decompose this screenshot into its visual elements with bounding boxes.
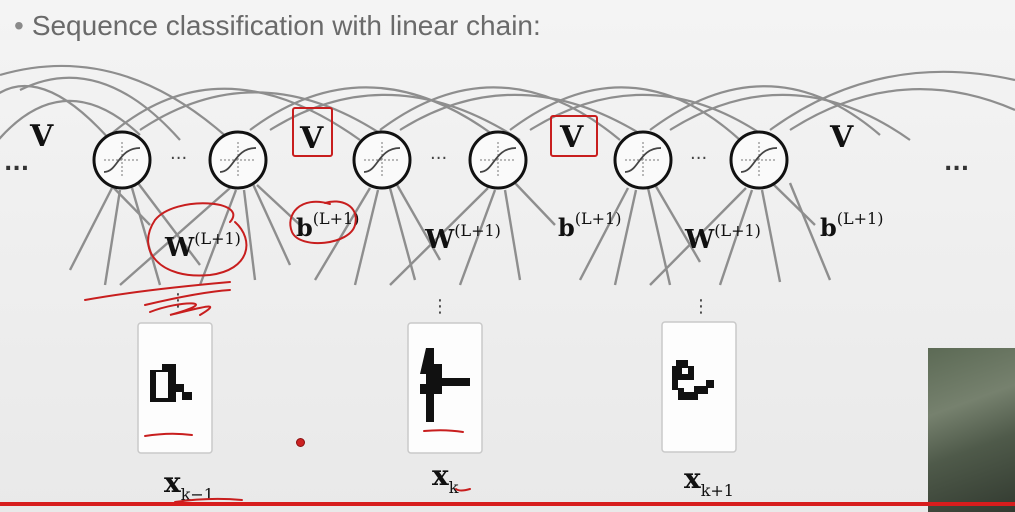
slide-title-text: Sequence classification with linear chai…	[31, 10, 541, 41]
video-progress-bar[interactable]	[0, 502, 1015, 506]
handwritten-glyph-t	[420, 348, 470, 422]
label-b: b(L+1)	[296, 209, 359, 242]
annotation-circle-w	[147, 202, 248, 277]
annotation-box-v	[292, 107, 333, 157]
ellipsis-right: ...	[944, 151, 969, 176]
input-edges	[68, 181, 832, 286]
bullet: •	[14, 10, 24, 41]
input-card	[137, 322, 213, 454]
recurrent-arcs	[0, 64, 1015, 141]
annotation-underline	[144, 432, 193, 437]
label-w: W(L+1)	[424, 221, 501, 255]
ellipsis-between-neurons: ···	[170, 148, 187, 169]
label-w: W(L+1)	[684, 221, 761, 255]
ellipsis-left: ...	[4, 151, 29, 176]
neuron	[729, 130, 789, 190]
neuron	[92, 130, 152, 190]
handwritten-glyph-a	[150, 364, 192, 402]
input-card	[407, 322, 483, 454]
annotation-underline	[423, 429, 464, 433]
pen-annotations	[84, 107, 598, 503]
label-v: V	[829, 120, 854, 155]
annotation-underline	[174, 497, 243, 503]
neuron	[468, 130, 528, 190]
neuron	[613, 130, 673, 190]
input-label: xk	[432, 459, 459, 497]
label-v: V	[299, 121, 324, 156]
label-v: V	[559, 120, 584, 155]
input-card	[661, 321, 737, 453]
ellipsis-between-neurons: ···	[690, 148, 707, 169]
neuron	[208, 130, 268, 190]
neuron	[352, 130, 412, 190]
slide-title: •Sequence classification with linear cha…	[14, 10, 541, 42]
vertical-ellipsis: ⋮	[692, 296, 710, 317]
vertical-ellipsis: ⋮	[169, 290, 187, 311]
label-w: W(L+1)	[164, 229, 241, 263]
label-b: b(L+1)	[820, 209, 883, 242]
input-label: xk+1	[684, 462, 734, 500]
mouse-cursor-icon	[296, 438, 305, 447]
annotation-scribble	[84, 281, 231, 316]
handwritten-glyph-e	[672, 360, 714, 400]
annotation-box-v	[550, 115, 598, 157]
annotation-circle-b	[289, 200, 357, 245]
annotation-underline	[455, 488, 471, 492]
label-b: b(L+1)	[558, 209, 621, 242]
webcam-overlay	[928, 348, 1015, 512]
ellipsis-between-neurons: ···	[430, 148, 447, 169]
label-v: V	[29, 119, 54, 154]
vertical-ellipsis: ⋮	[431, 296, 449, 317]
